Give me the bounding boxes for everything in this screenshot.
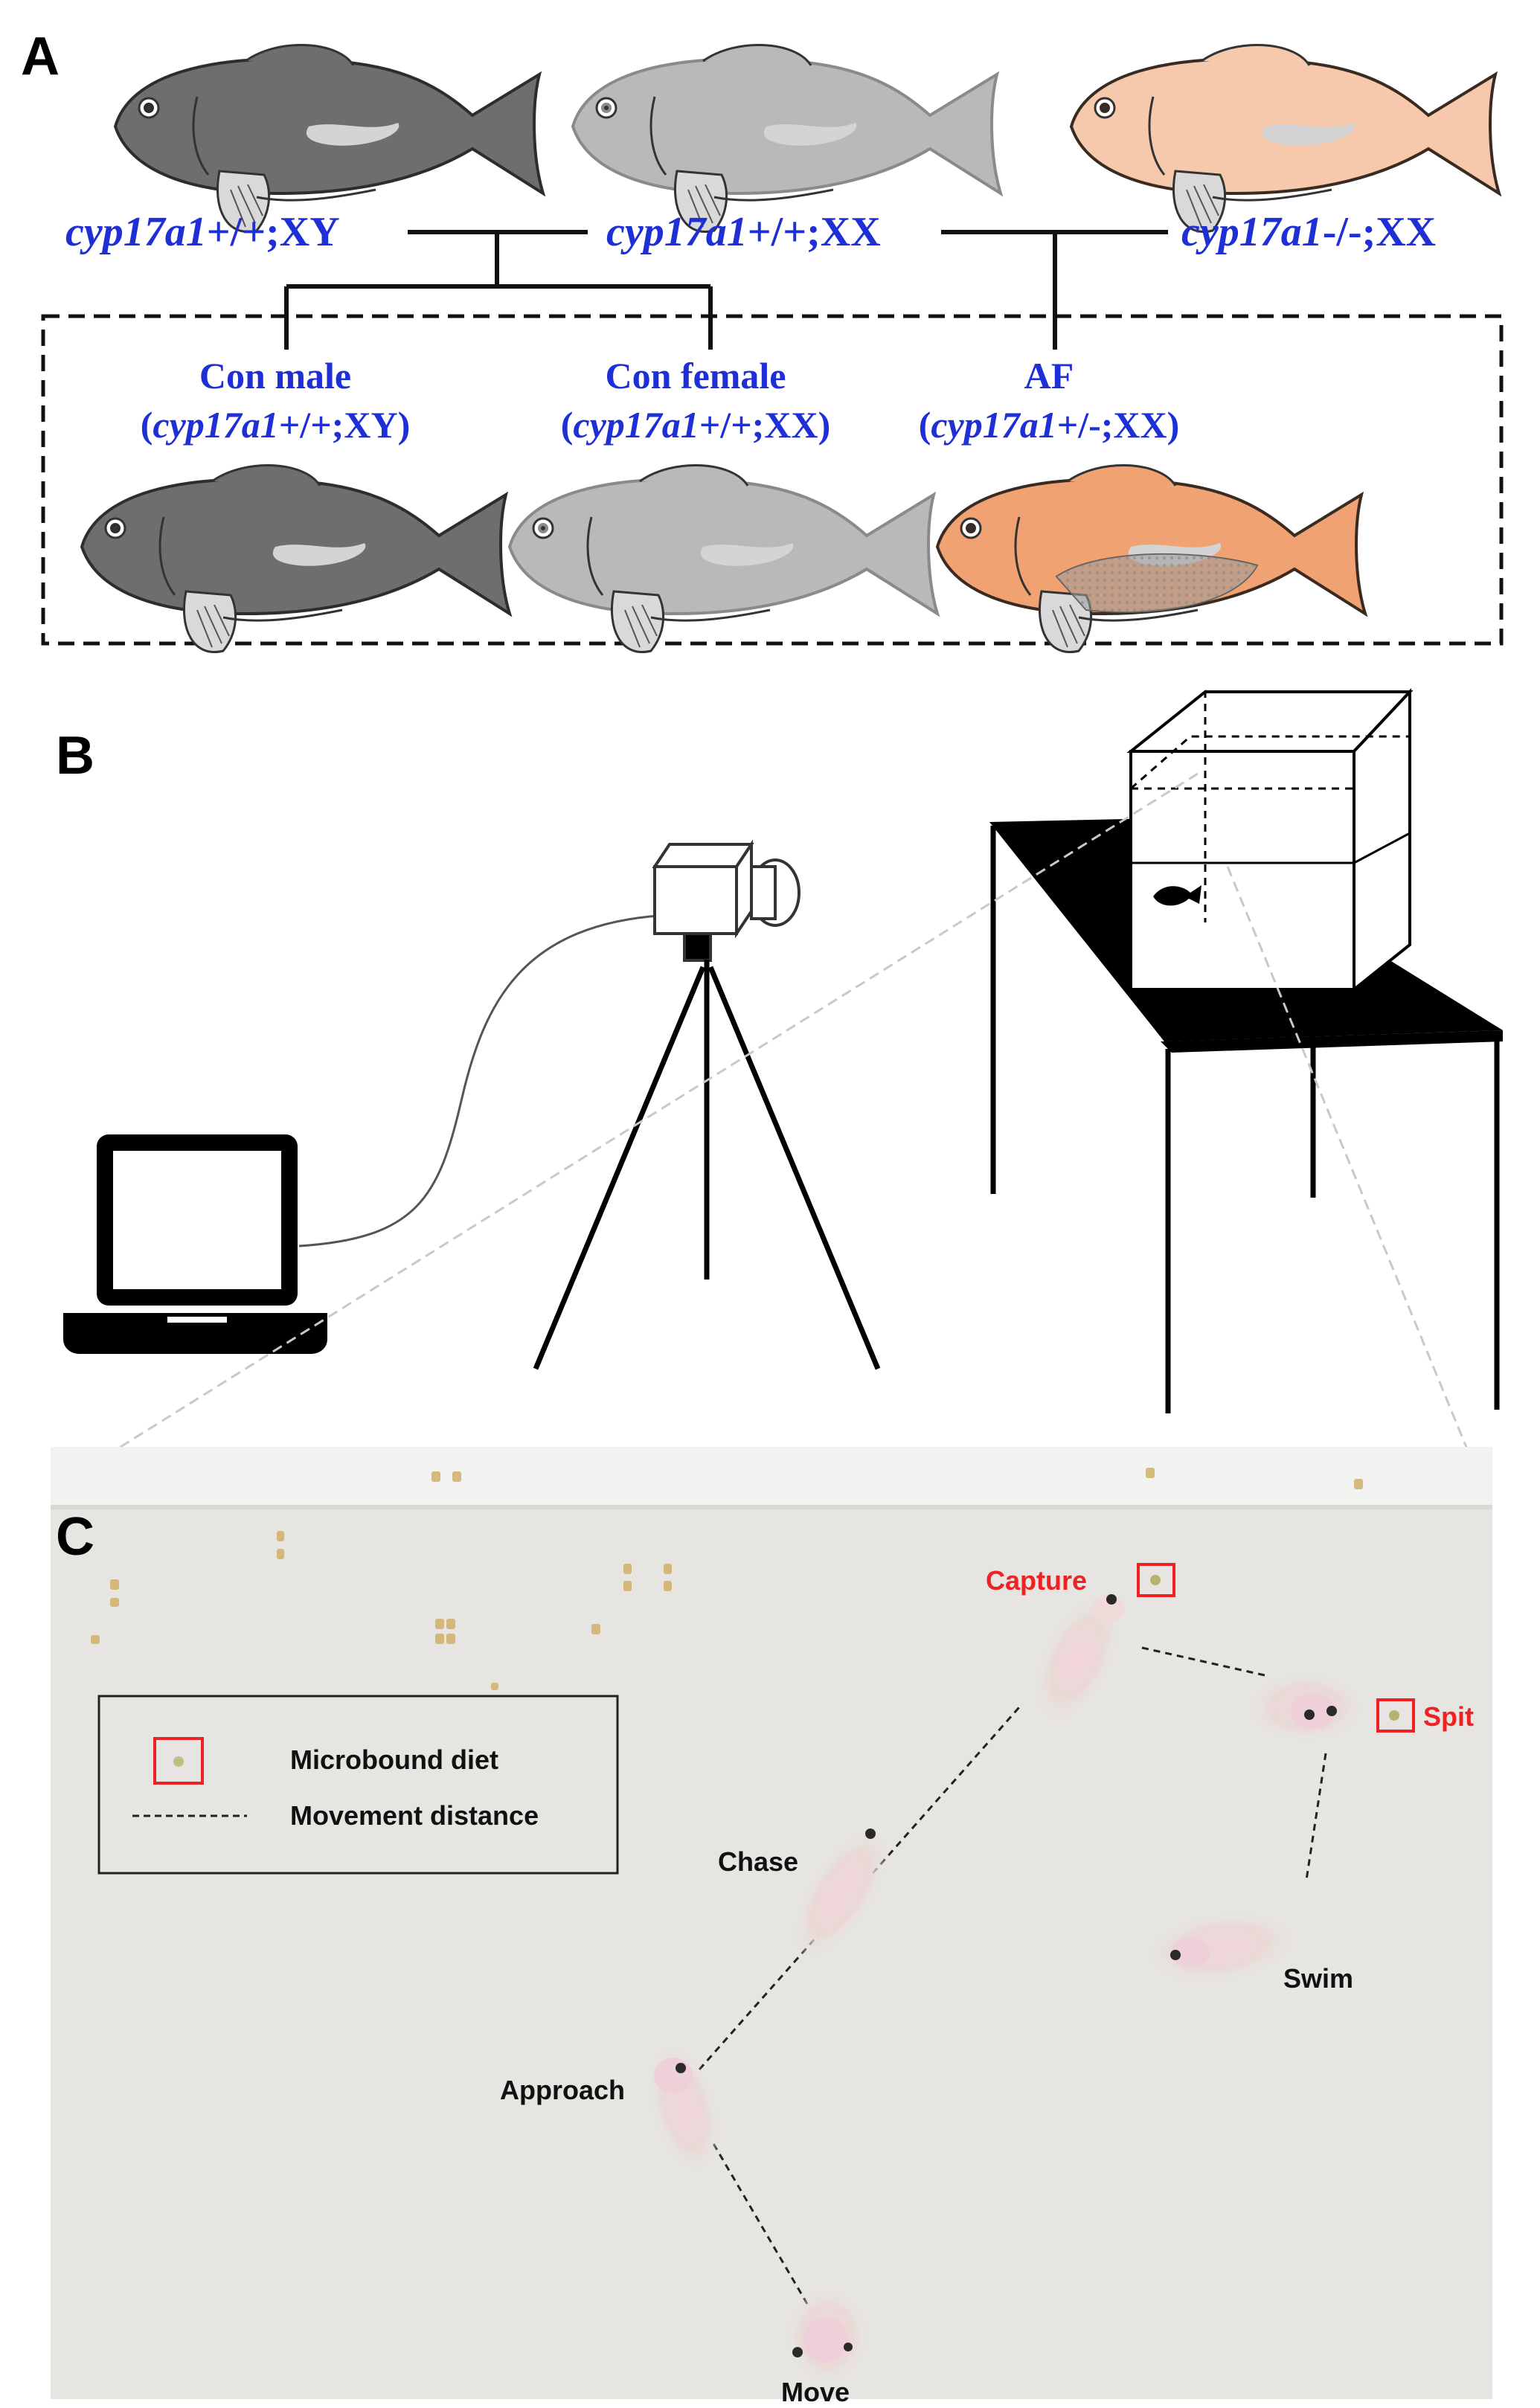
tank-fish-icon <box>1153 885 1201 906</box>
label-spit: Spit <box>1423 1701 1474 1732</box>
larva-chase <box>790 1824 891 1962</box>
larva-capture <box>1033 1593 1125 1725</box>
fish-parent-xy <box>114 43 545 234</box>
offspring-af-name: AF <box>1024 355 1074 396</box>
legend: Microbound diet Movement distance <box>97 1695 619 1875</box>
camera-cable <box>298 914 670 1248</box>
offspring-con-female-genotype: (cyp17a1+/+;XX) <box>561 404 830 446</box>
label-capture: Capture <box>986 1565 1087 1596</box>
panel-a-label: A <box>21 27 60 86</box>
food-pellets <box>91 1468 1363 1690</box>
fish-af <box>936 463 1367 654</box>
parent-xy-genotype: cyp17a1+/+;XY <box>65 209 340 255</box>
tripod <box>533 960 881 1370</box>
label-move: Move <box>781 2377 850 2407</box>
larva-move <box>784 2285 870 2386</box>
capture-diet-box <box>1137 1563 1175 1597</box>
label-approach: Approach <box>500 2075 625 2105</box>
spit-diet-box <box>1376 1698 1415 1733</box>
legend-diet-box <box>153 1737 204 1785</box>
panel-b-label: B <box>56 726 94 786</box>
label-chase: Chase <box>718 1846 798 1877</box>
larva-spit <box>1246 1672 1365 1743</box>
label-swim: Swim <box>1283 1963 1353 1994</box>
parent-xx-genotype: cyp17a1+/+;XX <box>606 209 881 255</box>
camera-icon <box>652 839 801 962</box>
zoom-lines <box>66 772 1471 1482</box>
laptop-icon <box>63 1134 327 1354</box>
offspring-con-male-genotype: (cyp17a1+/+;XY) <box>141 404 410 446</box>
fish-con-female <box>508 463 939 654</box>
fish-tank <box>1126 687 1414 993</box>
fish-con-male <box>80 463 511 654</box>
legend-diet-label: Microbound diet <box>290 1744 498 1775</box>
offspring-con-female-name: Con female <box>606 355 786 396</box>
fish-parent-mutant <box>1070 43 1501 234</box>
panel-c-label: C <box>56 1507 94 1567</box>
larva-approach <box>647 2042 722 2176</box>
offspring-af-genotype: (cyp17a1+/-;XX) <box>919 404 1180 446</box>
offspring-box <box>41 314 1504 646</box>
parent-mutant-genotype: cyp17a1-/-;XX <box>1181 209 1436 255</box>
offspring-con-male-name: Con male <box>199 355 351 396</box>
larva-swim <box>1142 1910 1298 1985</box>
fish-parent-xx <box>571 43 1002 234</box>
legend-distance-label: Movement distance <box>290 1800 539 1831</box>
